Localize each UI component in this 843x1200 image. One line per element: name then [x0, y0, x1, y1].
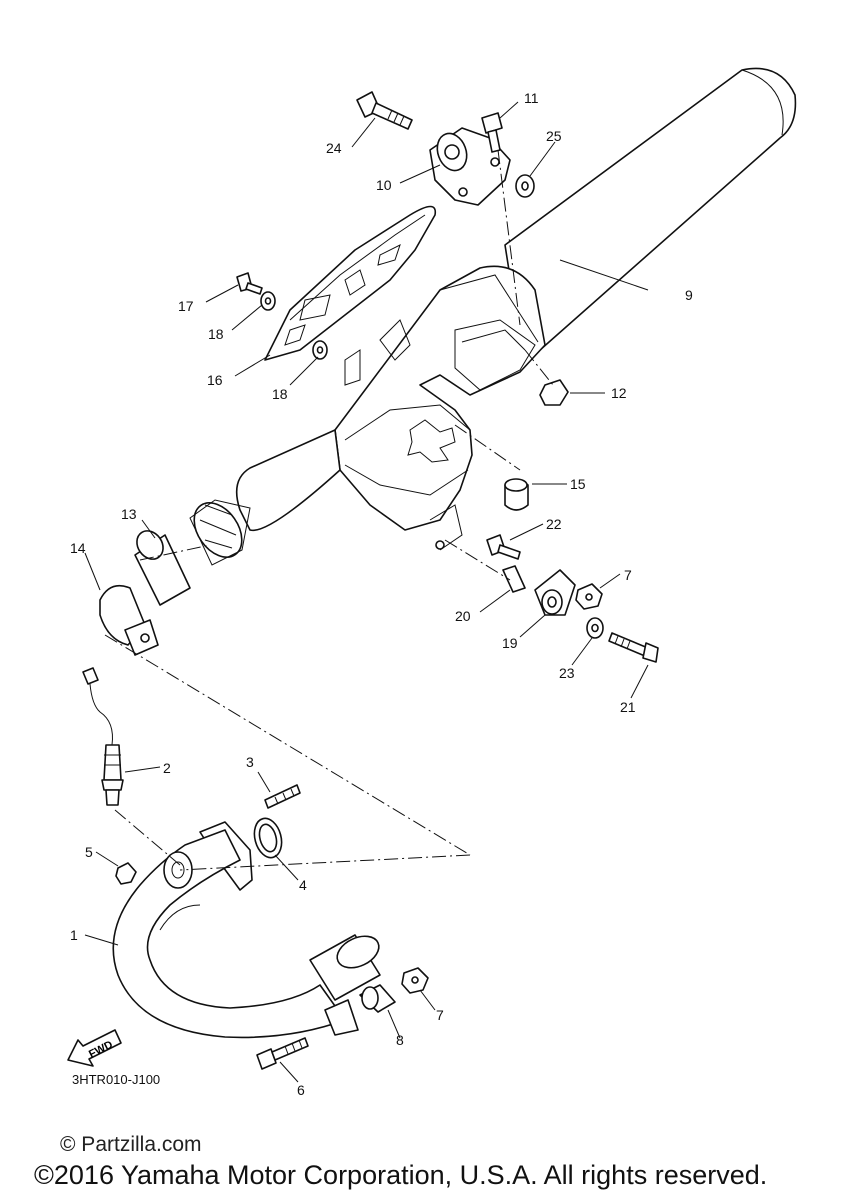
callout-22: 22	[546, 516, 562, 532]
callout-labels: 1 2 3 4 5 6 7 7 8 9 10 11 12 13 14 15 16…	[70, 90, 693, 1098]
part-12-nut	[539, 379, 569, 406]
part-20-collar	[502, 565, 526, 593]
callout-20: 20	[455, 608, 471, 624]
callout-8: 8	[396, 1032, 404, 1048]
part-16-heat-shield	[264, 205, 437, 361]
callout-9: 9	[685, 287, 693, 303]
part-14-clamp	[99, 584, 159, 656]
callout-7-lower: 7	[436, 1007, 444, 1023]
callout-24: 24	[326, 140, 342, 156]
part-7-nut-lower	[401, 967, 429, 994]
part-22-bolt	[486, 534, 521, 560]
forward-direction-arrow-icon: FWD	[67, 1029, 122, 1067]
part-18-washer-upper	[260, 291, 276, 311]
callout-18-upper: 18	[208, 326, 224, 342]
part-25-washer	[515, 174, 535, 198]
assembly-guide-lines	[104, 149, 554, 871]
part-21-bolt	[608, 632, 659, 663]
part-11-bolt	[481, 112, 503, 153]
part-5-nut	[115, 862, 137, 885]
part-3-stud	[264, 784, 301, 809]
diagram-code: 3HTR010-J100	[72, 1072, 161, 1087]
part-23-washer	[586, 617, 604, 639]
callout-15: 15	[570, 476, 586, 492]
part-19-grommet	[534, 569, 576, 616]
part-4-gasket	[253, 817, 283, 859]
part-13-gasket	[134, 530, 191, 606]
callout-1: 1	[70, 927, 78, 943]
part-9-muffler	[189, 67, 797, 566]
part-10-bracket	[429, 127, 511, 206]
callout-3: 3	[246, 754, 254, 770]
callout-13: 13	[121, 506, 137, 522]
watermark: © Partzilla.com	[60, 1133, 202, 1156]
part-8-damper	[359, 984, 396, 1013]
part-17-bolt	[236, 272, 263, 295]
callout-12: 12	[611, 385, 627, 401]
leader-lines	[84, 101, 649, 1083]
callout-2: 2	[163, 760, 171, 776]
callout-19: 19	[502, 635, 518, 651]
callout-14: 14	[70, 540, 86, 556]
callout-11: 11	[524, 90, 539, 106]
part-6-bolt	[256, 1037, 309, 1070]
callout-21: 21	[620, 699, 636, 715]
callout-18-lower: 18	[272, 386, 288, 402]
part-15-damper	[504, 478, 529, 511]
part-24-bolt	[356, 91, 413, 130]
callout-23: 23	[559, 665, 575, 681]
copyright-notice: ©2016 Yamaha Motor Corporation, U.S.A. A…	[34, 1160, 768, 1190]
callout-4: 4	[299, 877, 307, 893]
callout-6: 6	[297, 1082, 305, 1098]
part-7-nut-upper	[575, 583, 603, 610]
callout-16: 16	[207, 372, 223, 388]
callout-10: 10	[376, 177, 392, 193]
callout-7-upper: 7	[624, 567, 632, 583]
part-18-washer-lower	[312, 340, 328, 360]
part-1-exhaust-pipe	[112, 821, 381, 1039]
part-2-oxygen-sensor	[82, 667, 124, 806]
callout-5: 5	[85, 844, 93, 860]
callout-17: 17	[178, 298, 194, 314]
callout-25: 25	[546, 128, 562, 144]
